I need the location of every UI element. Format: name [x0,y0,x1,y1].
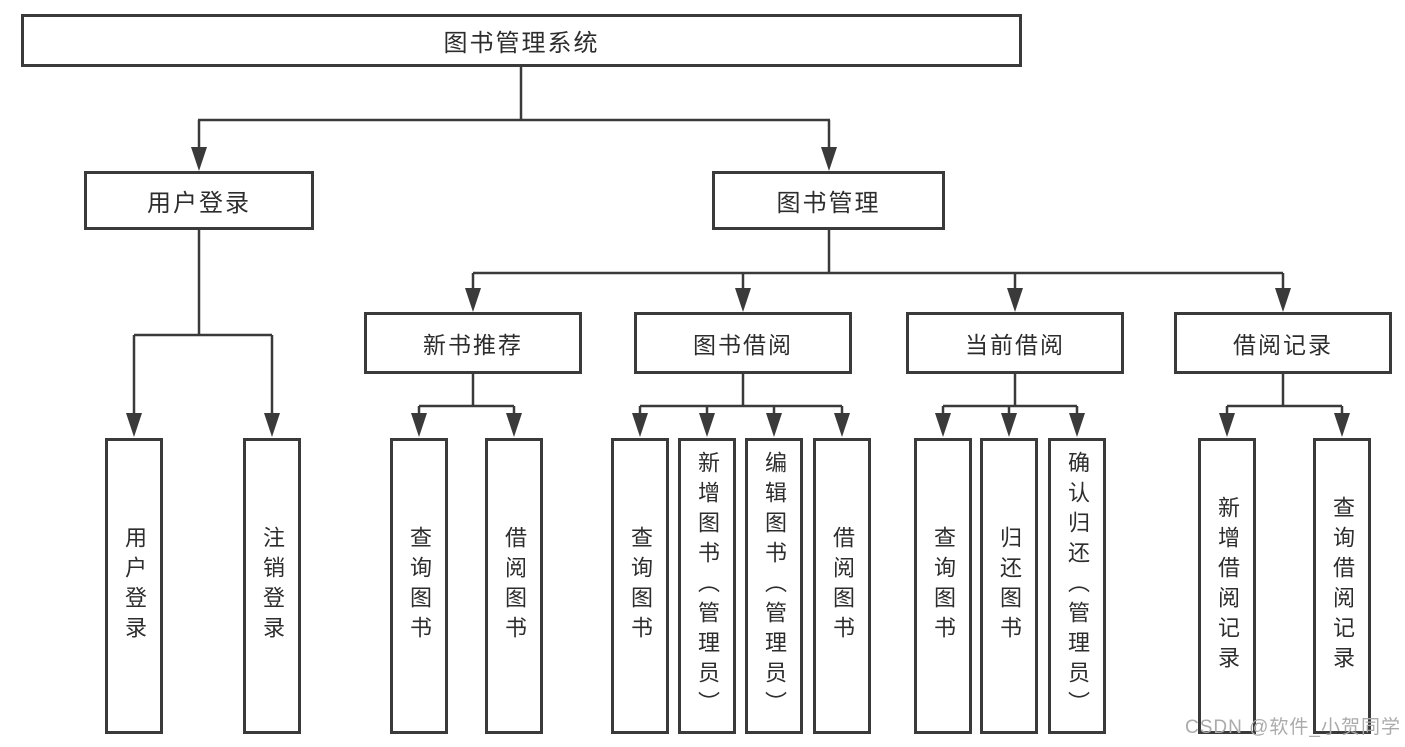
node-user-login: 用户登录 [84,171,314,230]
connector-user-login-to-leaves [132,230,274,416]
connector-borrow-records-to-leaves [1225,374,1344,416]
node-book-management: 图书管理 [712,171,945,230]
leaf-recommend-query-book: 查询图书 [390,438,448,734]
leaf-query-borrow-record: 查询借阅记录 [1313,438,1371,734]
arrowheads [126,147,1350,437]
connector-root-to-level2 [197,67,831,150]
leaf-borrow-query-book: 查询图书 [611,438,669,734]
csdn-watermark: CSDN @软件_小贺同学 [1185,717,1401,738]
node-borrow-records: 借阅记录 [1174,312,1392,374]
leaf-add-book-admin: 新增图书（管理员） [678,438,736,734]
leaf-borrow-book: 借阅图书 [813,438,871,734]
node-new-book-recommend: 新书推荐 [364,312,582,374]
leaf-return-book: 归还图书 [980,438,1038,734]
leaf-user-login: 用户登录 [105,438,163,734]
node-root-system: 图书管理系统 [21,14,1022,67]
leaf-recommend-borrow-book: 借阅图书 [485,438,543,734]
connector-new-book-recommend-to-leaves [417,374,516,416]
leaf-add-borrow-record: 新增借阅记录 [1198,438,1256,734]
connector-current-borrow-to-leaves [941,374,1079,416]
leaf-current-query-book: 查询图书 [914,438,972,734]
leaf-edit-book-admin: 编辑图书（管理员） [745,438,803,734]
node-current-borrow: 当前借阅 [906,312,1124,374]
connector-book-management-to-level3 [471,230,1285,291]
node-book-borrow: 图书借阅 [634,312,852,374]
connector-book-borrow-to-leaves [638,374,844,416]
leaf-confirm-return-admin: 确认归还（管理员） [1048,438,1106,734]
leaf-logout: 注销登录 [243,438,301,734]
